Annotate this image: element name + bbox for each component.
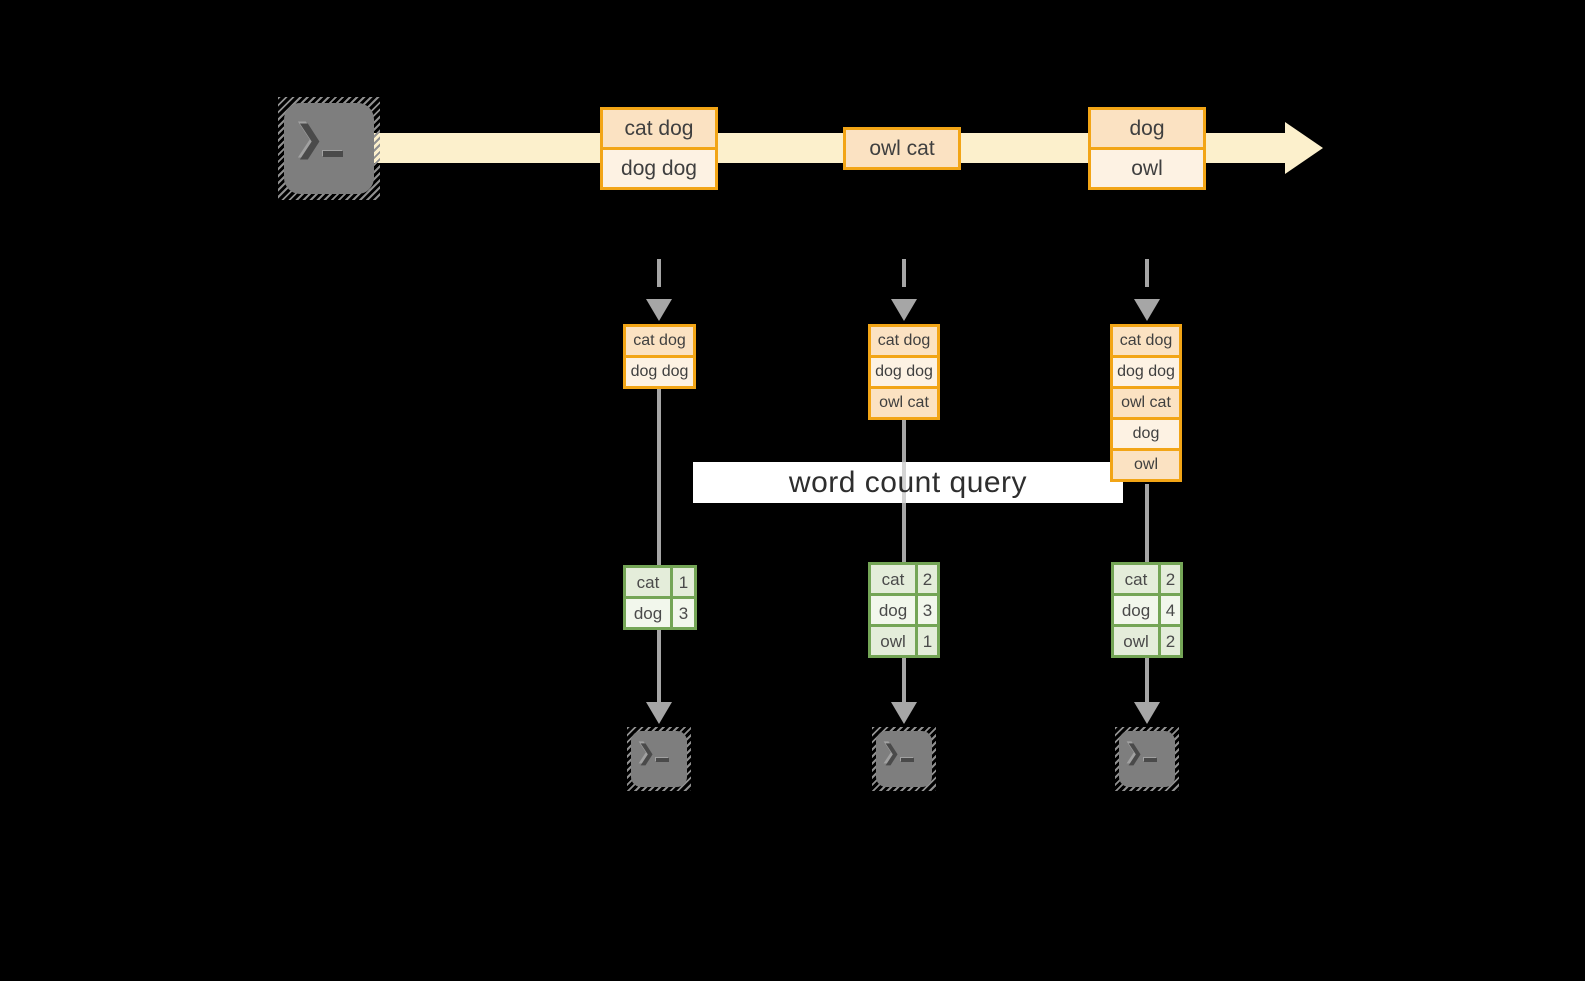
connector-seam: [902, 462, 906, 503]
cursor-icon: [322, 150, 343, 157]
stream-record: cat dog: [603, 110, 715, 147]
dashed-arrow-line: [902, 259, 906, 287]
cursor-icon: [1144, 757, 1158, 762]
cursor-icon: [901, 757, 915, 762]
count-cell: 3: [673, 599, 694, 627]
word-cell: cat: [626, 568, 670, 596]
terminal-body: [284, 103, 374, 194]
connector-line: [657, 389, 661, 565]
result-table-2: cat 2 dog 3 owl 1: [868, 562, 940, 658]
micro-batch-input-1: cat dog dog dog: [623, 324, 696, 389]
arrow-head-icon: [646, 702, 672, 724]
stream-record: dog dog: [603, 150, 715, 187]
arrow-head-icon: [1134, 299, 1160, 321]
query-band: word count query: [693, 462, 1123, 503]
table-row: dog 4: [1114, 596, 1180, 624]
count-cell: 4: [1161, 596, 1180, 624]
arrow-head-icon: [646, 299, 672, 321]
word-cell: cat: [871, 565, 915, 593]
stream-batch-2: owl cat: [843, 127, 961, 170]
input-record: owl cat: [1113, 389, 1179, 417]
stream-batch-3: dog owl: [1088, 107, 1206, 190]
table-row: owl 1: [871, 627, 937, 655]
prompt-icon: ❯: [294, 117, 325, 159]
count-cell: 2: [1161, 565, 1180, 593]
count-cell: 1: [918, 627, 937, 655]
word-cell: cat: [1114, 565, 1158, 593]
input-record: dog dog: [871, 358, 937, 386]
terminal-sink-icon: ❯: [872, 727, 936, 791]
prompt-icon: ❯: [1125, 739, 1144, 765]
input-record: cat dog: [626, 327, 693, 355]
table-row: dog 3: [871, 596, 937, 624]
input-record: owl: [1113, 451, 1179, 479]
connector-line: [1145, 658, 1149, 702]
dashed-arrow-line: [657, 259, 661, 287]
dashed-arrow-line: [1145, 259, 1149, 287]
count-cell: 1: [673, 568, 694, 596]
input-record: cat dog: [871, 327, 937, 355]
cursor-icon: [656, 757, 670, 762]
table-row: owl 2: [1114, 627, 1180, 655]
query-label: word count query: [788, 465, 1028, 499]
input-record: cat dog: [1113, 327, 1179, 355]
stream-record: owl: [1091, 150, 1203, 187]
table-row: cat 1: [626, 568, 694, 596]
word-cell: dog: [1114, 596, 1158, 624]
count-cell: 3: [918, 596, 937, 624]
arrow-head-icon: [891, 702, 917, 724]
input-record: dog dog: [1113, 358, 1179, 386]
stream-arrowhead-icon: [1285, 122, 1323, 174]
table-row: cat 2: [871, 565, 937, 593]
terminal-sink-icon: ❯: [627, 727, 691, 791]
connector-line: [1145, 484, 1149, 563]
count-cell: 2: [918, 565, 937, 593]
word-cell: dog: [626, 599, 670, 627]
prompt-icon: ❯: [637, 739, 656, 765]
table-row: cat 2: [1114, 565, 1180, 593]
result-table-3: cat 2 dog 4 owl 2: [1111, 562, 1183, 658]
count-cell: 2: [1161, 627, 1180, 655]
input-record: dog dog: [626, 358, 693, 386]
stream-batch-1: cat dog dog dog: [600, 107, 718, 190]
word-cell: dog: [871, 596, 915, 624]
stream-record: dog: [1091, 110, 1203, 147]
terminal-source-icon: ❯: [278, 97, 380, 200]
input-record: dog: [1113, 420, 1179, 448]
arrow-head-icon: [891, 299, 917, 321]
table-row: dog 3: [626, 599, 694, 627]
terminal-sink-icon: ❯: [1115, 727, 1179, 791]
connector-line: [902, 658, 906, 702]
stream-record: owl cat: [846, 130, 958, 167]
micro-batch-input-3: cat dog dog dog owl cat dog owl: [1110, 324, 1182, 482]
word-cell: owl: [871, 627, 915, 655]
connector-line: [657, 630, 661, 702]
prompt-icon: ❯: [882, 739, 901, 765]
micro-batch-input-2: cat dog dog dog owl cat: [868, 324, 940, 420]
arrow-head-icon: [1134, 702, 1160, 724]
word-cell: owl: [1114, 627, 1158, 655]
input-record: owl cat: [871, 389, 937, 417]
result-table-1: cat 1 dog 3: [623, 565, 697, 630]
